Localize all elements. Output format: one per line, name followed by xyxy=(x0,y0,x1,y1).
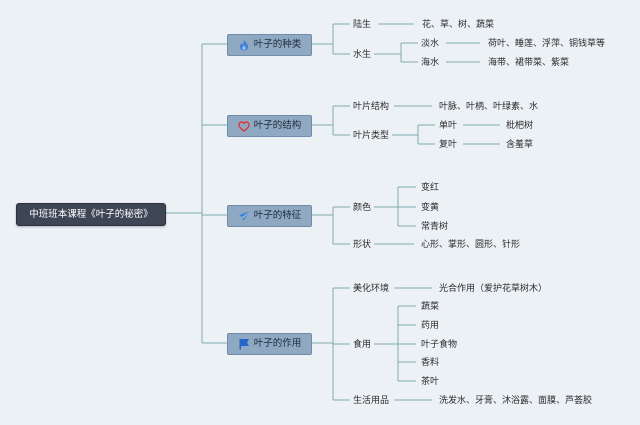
flag-icon xyxy=(239,339,249,350)
leaf-simple-example[interactable]: 枇杷树 xyxy=(506,121,534,131)
branch-blade-type[interactable]: 叶片类型 xyxy=(353,131,390,141)
category-leaf-structure[interactable]: 叶子的结构 xyxy=(227,115,312,137)
branch-land[interactable]: 陆生 xyxy=(353,20,372,30)
leaf-edible-tea[interactable]: 茶叶 xyxy=(421,377,440,387)
leaf-edible-food[interactable]: 叶子食物 xyxy=(421,340,458,350)
category-label: 叶子的特征 xyxy=(253,210,302,221)
flame-icon xyxy=(239,40,248,51)
leaf-daily-goods[interactable]: 洗发水、牙膏、沐浴露、面膜、芦荟胶 xyxy=(439,396,593,406)
branch-daily-goods[interactable]: 生活用品 xyxy=(353,396,390,406)
branch-beautify[interactable]: 美化环境 xyxy=(353,284,390,294)
category-leaf-types[interactable]: 叶子的种类 xyxy=(227,34,312,56)
leaf-shapes[interactable]: 心形、掌形、圆形、针形 xyxy=(421,240,521,250)
branch-blade-structure[interactable]: 叶片结构 xyxy=(353,102,390,112)
category-label: 叶子的种类 xyxy=(253,39,302,50)
branch-shape[interactable]: 形状 xyxy=(353,240,372,250)
heart-icon xyxy=(238,120,250,132)
paper-plane-icon xyxy=(238,211,249,221)
leaf-blade-structure[interactable]: 叶脉、叶柄、叶绿素、水 xyxy=(439,102,539,112)
branch-color[interactable]: 颜色 xyxy=(353,203,372,213)
leaf-photosynthesis[interactable]: 光合作用（爱护花草树木） xyxy=(439,284,548,294)
leaf-land-plants[interactable]: 花、草、树、蔬菜 xyxy=(422,20,495,30)
root-topic[interactable]: 中班班本课程《叶子的秘密》 xyxy=(16,203,166,226)
branch-compound-leaf[interactable]: 复叶 xyxy=(439,140,458,150)
leaf-color-evergreen[interactable]: 常青树 xyxy=(421,222,449,232)
branch-seawater[interactable]: 海水 xyxy=(421,58,440,68)
branch-edible[interactable]: 食用 xyxy=(353,340,372,350)
leaf-edible-medicine[interactable]: 药用 xyxy=(421,321,440,331)
leaf-color-red[interactable]: 变红 xyxy=(421,183,440,193)
leaf-edible-vegetables[interactable]: 蔬菜 xyxy=(421,302,440,312)
branch-freshwater[interactable]: 淡水 xyxy=(421,39,440,49)
branch-aquatic[interactable]: 水生 xyxy=(353,50,372,60)
leaf-seawater-plants[interactable]: 海带、裙带菜、紫菜 xyxy=(488,58,570,68)
category-leaf-uses[interactable]: 叶子的作用 xyxy=(227,333,312,355)
category-label: 叶子的结构 xyxy=(253,120,302,131)
category-leaf-features[interactable]: 叶子的特征 xyxy=(227,205,312,227)
leaf-compound-example[interactable]: 含羞草 xyxy=(506,140,534,150)
branch-simple-leaf[interactable]: 单叶 xyxy=(439,121,458,131)
leaf-freshwater-plants[interactable]: 荷叶、睡莲、浮萍、铜钱草等 xyxy=(488,39,606,49)
leaf-edible-spice[interactable]: 香料 xyxy=(421,358,440,368)
category-label: 叶子的作用 xyxy=(253,338,302,349)
leaf-color-yellow[interactable]: 变黄 xyxy=(421,203,440,213)
